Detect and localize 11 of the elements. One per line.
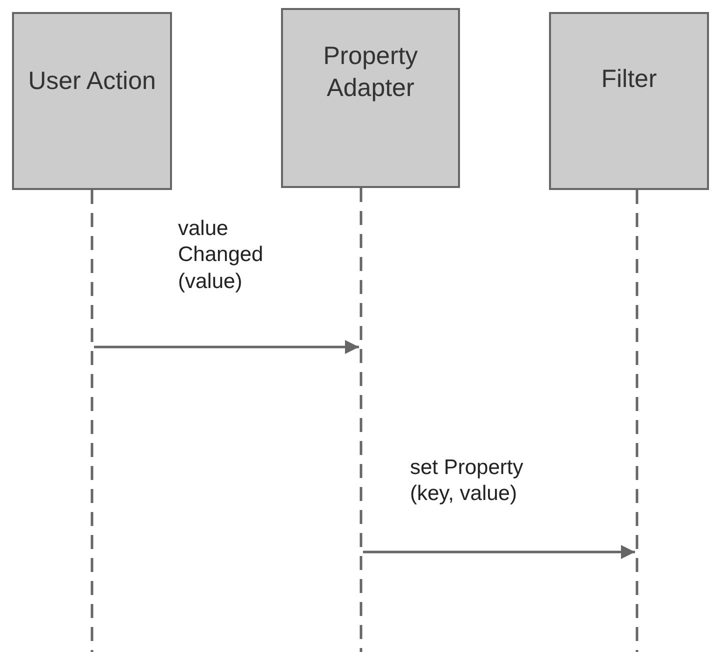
participant-box bbox=[549, 12, 709, 190]
message-arrow bbox=[363, 545, 635, 559]
participant-box bbox=[281, 8, 460, 188]
participant-name: Property Adapter bbox=[322, 40, 419, 104]
participant-name: Filter bbox=[601, 64, 657, 95]
lifeline bbox=[359, 188, 363, 652]
message-arrow bbox=[94, 340, 359, 354]
participant-name: User Action bbox=[28, 66, 156, 97]
lifeline bbox=[90, 190, 94, 652]
participant-box bbox=[12, 12, 172, 190]
lifeline bbox=[635, 190, 639, 652]
